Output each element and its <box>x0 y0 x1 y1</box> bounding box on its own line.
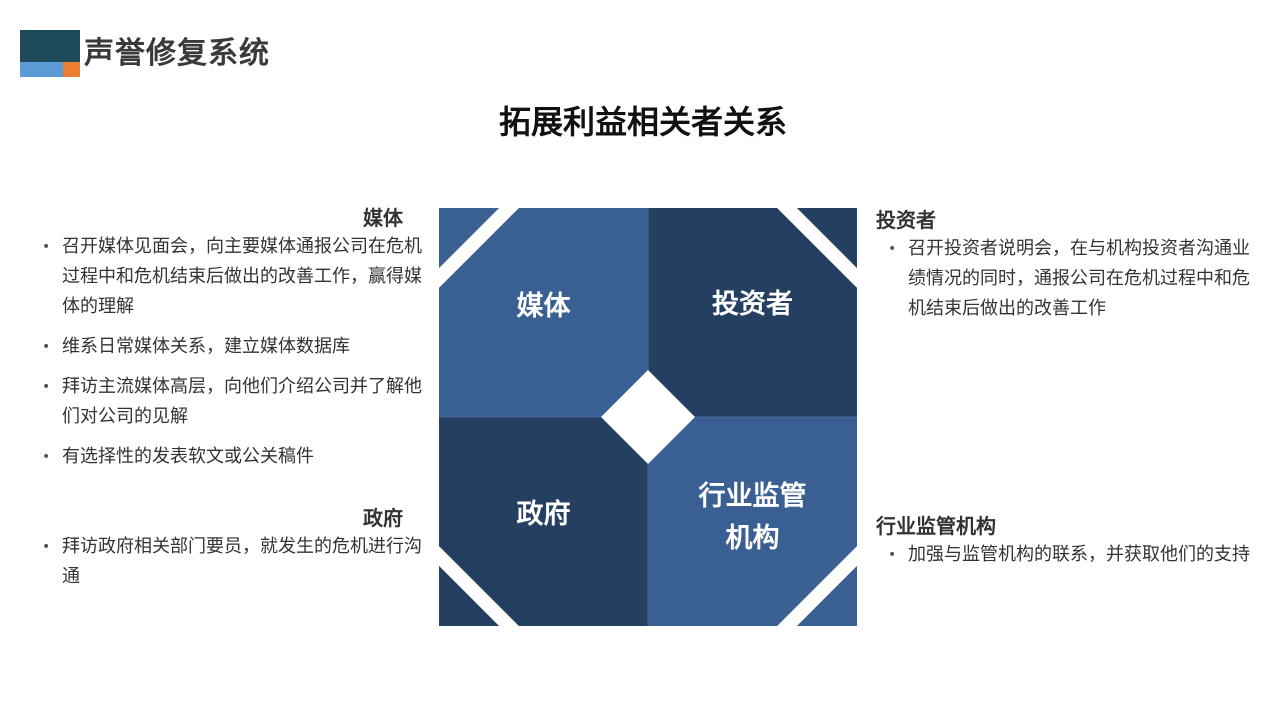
list-item: 维系日常媒体关系，建立媒体数据库 <box>30 332 428 362</box>
regulator-label-line1: 行业监管 <box>698 481 807 512</box>
quadrant-label-government: 政府 <box>516 499 571 530</box>
regulator-label-line2: 机构 <box>725 523 780 554</box>
investor-list: 召开投资者说明会，在与机构投资者沟通业绩情况的同时，通报公司在危机过程中和危机结… <box>876 234 1256 324</box>
media-list: 召开媒体见面会，向主要媒体通报公司在危机过程中和危机结束后做出的改善工作，赢得媒… <box>30 232 428 472</box>
corner-band-top-right <box>777 208 857 288</box>
government-list: 拜访政府相关部门要员，就发生的危机进行沟通 <box>30 532 428 592</box>
quadrant-label-regulator: 行业监管 机构 <box>648 476 857 560</box>
list-item: 加强与监管机构的联系，并获取他们的支持 <box>876 540 1256 570</box>
media-section: 媒体 召开媒体见面会，向主要媒体通报公司在危机过程中和危机结束后做出的改善工作，… <box>30 204 428 482</box>
list-item: 有选择性的发表软文或公关稿件 <box>30 442 428 472</box>
list-item: 拜访主流媒体高层，向他们介绍公司并了解他们对公司的见解 <box>30 372 428 432</box>
center-diamond <box>601 370 695 464</box>
corner-band-top-left <box>439 208 519 288</box>
corner-band-bottom-right <box>777 546 857 626</box>
quadrant-label-investors: 投资者 <box>712 289 793 320</box>
quadrant-label-media: 媒体 <box>516 291 571 322</box>
logo-dark-block <box>20 30 80 62</box>
regulator-heading: 行业监管机构 <box>876 514 996 538</box>
brand-title: 声誉修复系统 <box>84 36 270 71</box>
investor-heading: 投资者 <box>876 208 936 232</box>
list-item: 召开媒体见面会，向主要媒体通报公司在危机过程中和危机结束后做出的改善工作，赢得媒… <box>30 232 428 322</box>
stakeholder-diagram: 媒体 投资者 政府 行业监管 机构 <box>439 208 857 626</box>
media-heading: 媒体 <box>363 206 403 230</box>
logo <box>20 30 80 77</box>
regulator-section: 行业监管机构 加强与监管机构的联系，并获取他们的支持 <box>876 512 1256 580</box>
investor-section: 投资者 召开投资者说明会，在与机构投资者沟通业绩情况的同时，通报公司在危机过程中… <box>876 206 1256 334</box>
logo-blue-block <box>20 62 63 77</box>
list-item: 拜访政府相关部门要员，就发生的危机进行沟通 <box>30 532 428 592</box>
corner-band-bottom-left <box>439 546 519 626</box>
government-heading: 政府 <box>363 506 403 530</box>
logo-orange-block <box>63 62 80 77</box>
regulator-list: 加强与监管机构的联系，并获取他们的支持 <box>876 540 1256 570</box>
slide-title: 拓展利益相关者关系 <box>498 103 787 141</box>
government-section: 政府 拜访政府相关部门要员，就发生的危机进行沟通 <box>30 504 428 602</box>
list-item: 召开投资者说明会，在与机构投资者沟通业绩情况的同时，通报公司在危机过程中和危机结… <box>876 234 1256 324</box>
diagram-graphic <box>439 208 857 626</box>
